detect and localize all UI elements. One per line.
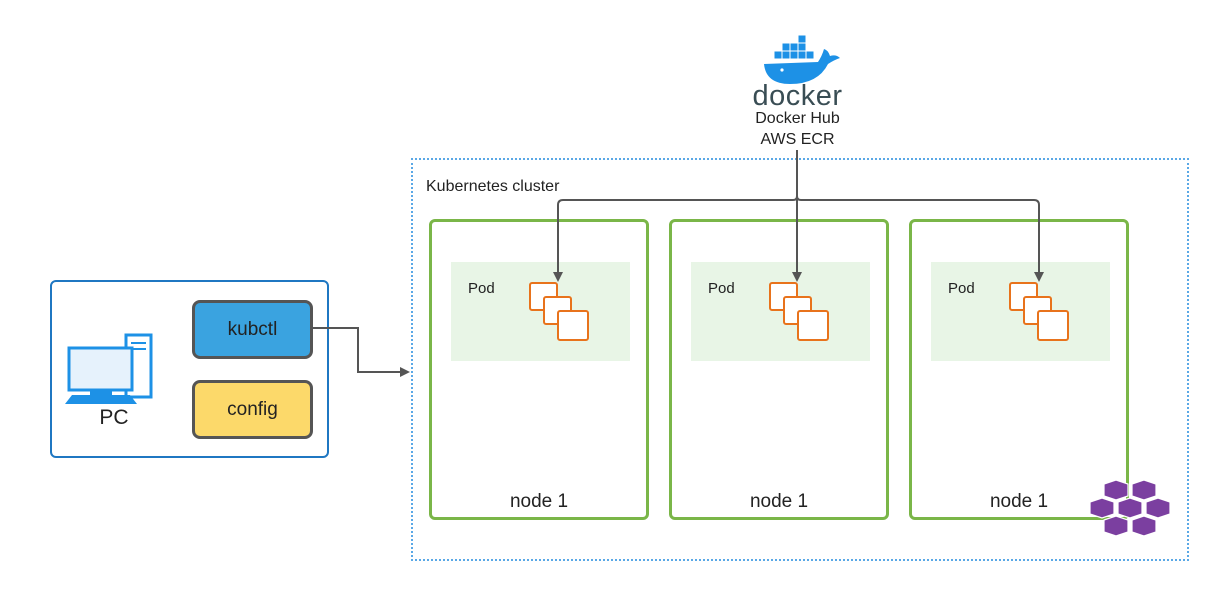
docker-logo-text: docker bbox=[752, 80, 843, 112]
container-stack-icon bbox=[769, 282, 829, 341]
pc-label: PC bbox=[99, 406, 129, 429]
registry-to-pods-arrows bbox=[553, 150, 1044, 282]
pod-area: Pod bbox=[691, 262, 870, 361]
kubernetes-cluster-icon bbox=[1089, 479, 1171, 537]
node-3: Pod node 1 bbox=[909, 219, 1129, 520]
pc-panel: kubctl config PC bbox=[50, 280, 329, 458]
pod-area: Pod bbox=[451, 262, 630, 361]
container-stack-icon bbox=[1009, 282, 1069, 341]
pod-label: Pod bbox=[948, 280, 975, 297]
pod-label: Pod bbox=[468, 280, 495, 297]
registry-line-1: Docker Hub bbox=[755, 110, 840, 127]
kubctl-box[interactable]: kubctl bbox=[192, 300, 313, 359]
pod-area: Pod bbox=[931, 262, 1110, 361]
container-stack-icon bbox=[529, 282, 589, 341]
kubernetes-cluster-frame bbox=[411, 158, 1189, 561]
docker-logo-icon bbox=[764, 34, 840, 84]
node-label: node 1 bbox=[749, 491, 809, 512]
config-box[interactable]: config bbox=[192, 380, 313, 439]
node-label: node 1 bbox=[989, 491, 1049, 512]
registry-line-2: AWS ECR bbox=[760, 131, 835, 148]
node-2: Pod node 1 bbox=[669, 219, 889, 520]
cluster-label: Kubernetes cluster bbox=[426, 178, 560, 195]
node-label: node 1 bbox=[509, 491, 569, 512]
node-1: Pod node 1 bbox=[429, 219, 649, 520]
kubctl-to-cluster-arrow bbox=[311, 327, 410, 377]
pod-label: Pod bbox=[708, 280, 735, 297]
computer-icon bbox=[65, 333, 153, 404]
